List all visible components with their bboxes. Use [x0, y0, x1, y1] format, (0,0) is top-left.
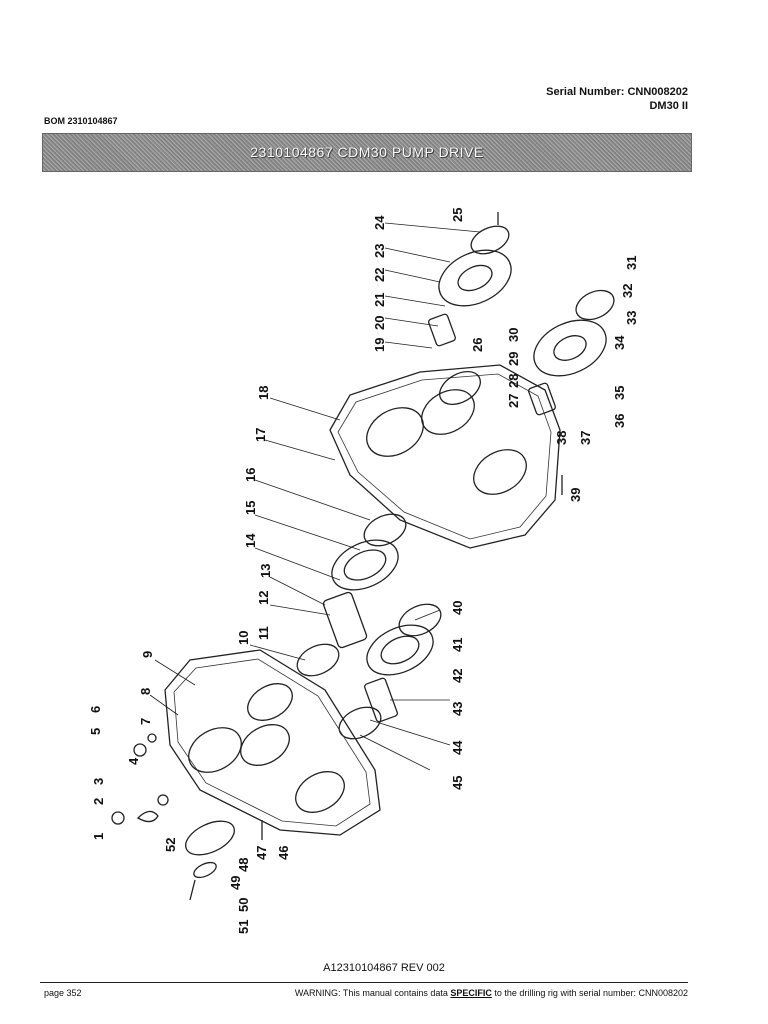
callout-14: 14	[243, 533, 258, 548]
callout-31: 31	[624, 256, 639, 270]
callout-2: 2	[91, 798, 106, 805]
top-flange	[428, 225, 512, 347]
callout-19: 19	[372, 338, 387, 352]
callout-49: 49	[228, 876, 243, 890]
exploded-view-drawing: 1 2 3 4 5 6 7 8 9 10 11 12 13 14 15 16 1…	[88, 208, 639, 934]
title-bar: 2310104867 CDM30 PUMP DRIVE	[42, 133, 692, 172]
footer-divider	[40, 982, 688, 983]
bom-number: BOM 2310104867	[44, 116, 118, 126]
callout-35: 35	[612, 386, 627, 400]
callout-27: 27	[506, 394, 521, 408]
cover-housing	[329, 364, 561, 549]
callout-41: 41	[450, 638, 465, 652]
callout-45: 45	[450, 776, 465, 790]
callout-36: 36	[612, 414, 627, 428]
serial-number: Serial Number: CNN008202	[546, 86, 688, 98]
callout-33: 33	[624, 311, 639, 325]
callout-labels: 1 2 3 4 5 6 7 8 9 10 11 12 13 14 15 16 1…	[88, 208, 639, 934]
callout-34: 34	[612, 335, 627, 350]
callout-6: 6	[88, 706, 103, 713]
callout-8: 8	[138, 688, 153, 695]
callout-39: 39	[568, 488, 583, 502]
callout-22: 22	[372, 268, 387, 282]
callout-4: 4	[126, 757, 141, 765]
callout-16: 16	[243, 468, 258, 482]
callout-17: 17	[253, 428, 268, 442]
callout-12: 12	[256, 591, 271, 605]
callout-47: 47	[254, 846, 269, 860]
callout-21: 21	[372, 293, 387, 307]
warning-specific: SPECIFIC	[450, 988, 492, 998]
callout-38: 38	[554, 431, 569, 445]
callout-42: 42	[450, 669, 465, 683]
leader-lines	[149, 222, 481, 771]
model-name: DM30 II	[649, 100, 688, 112]
callout-37: 37	[578, 431, 593, 445]
callout-3: 3	[91, 778, 106, 785]
callout-46: 46	[276, 846, 291, 860]
drawing-revision: A12310104867 REV 002	[323, 962, 445, 974]
right-flange	[528, 289, 615, 416]
callout-18: 18	[256, 386, 271, 400]
callout-44: 44	[450, 740, 465, 755]
callout-10: 10	[236, 631, 251, 645]
main-housing	[164, 649, 381, 836]
warning-suffix: to the drilling rig with serial number: …	[491, 988, 688, 998]
callout-20: 20	[372, 316, 387, 330]
callout-29: 29	[506, 352, 521, 366]
callout-50: 50	[236, 898, 251, 912]
callout-11: 11	[256, 626, 271, 640]
callout-32: 32	[620, 284, 635, 298]
callout-25: 25	[450, 208, 465, 222]
callout-24: 24	[372, 215, 387, 230]
page-title: 2310104867 CDM30 PUMP DRIVE	[250, 144, 484, 160]
callout-51: 51	[236, 920, 251, 934]
callout-48: 48	[236, 858, 251, 872]
callout-28: 28	[506, 374, 521, 388]
callout-1: 1	[91, 833, 106, 840]
callout-26: 26	[470, 338, 485, 352]
callout-5: 5	[88, 728, 103, 735]
callout-9: 9	[140, 651, 155, 658]
callout-13: 13	[258, 564, 273, 578]
callout-23: 23	[372, 244, 387, 258]
page-number: page 352	[44, 988, 82, 998]
callout-52: 52	[163, 838, 178, 852]
small-parts	[111, 212, 563, 901]
gear-set	[296, 513, 442, 740]
callout-43: 43	[450, 702, 465, 716]
callout-7: 7	[138, 718, 153, 725]
warning-notice: WARNING: This manual contains data SPECI…	[295, 988, 688, 998]
warning-prefix: WARNING: This manual contains data	[294, 988, 451, 998]
callout-30: 30	[506, 328, 521, 342]
callout-40: 40	[450, 601, 465, 615]
callout-15: 15	[243, 501, 258, 515]
